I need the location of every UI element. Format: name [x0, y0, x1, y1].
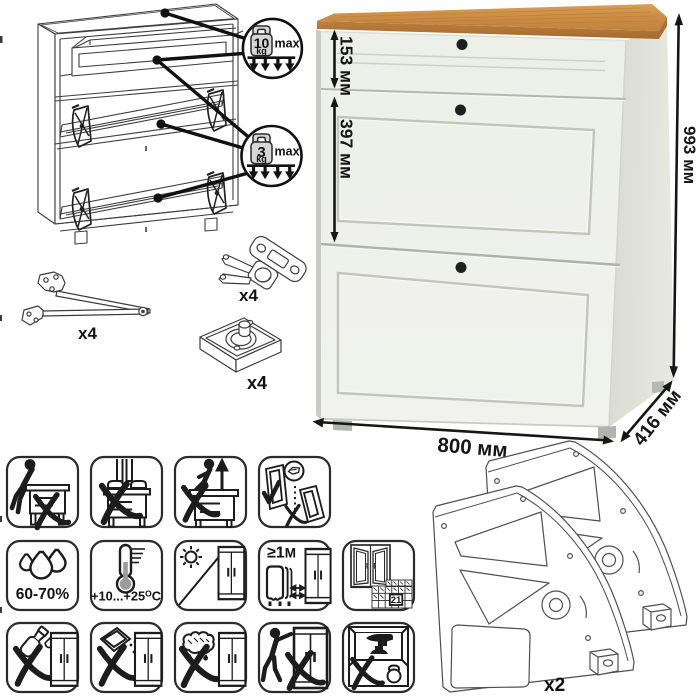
svg-text:x4: x4 — [247, 373, 267, 393]
svg-text:max: max — [275, 145, 300, 159]
svg-text:10: 10 — [254, 35, 270, 51]
svg-text:x2: x2 — [544, 675, 565, 696]
svg-text:993 мм: 993 мм — [680, 126, 699, 184]
svg-text:397 мм: 397 мм — [337, 119, 357, 179]
svg-text:x4: x4 — [239, 286, 258, 305]
svg-text:153 мм: 153 мм — [337, 36, 357, 96]
svg-text:≥1M: ≥1M — [267, 545, 296, 562]
svg-text:kg: kg — [256, 154, 267, 164]
svg-text:max: max — [275, 37, 300, 51]
svg-text:x4: x4 — [78, 324, 97, 343]
svg-text:21: 21 — [391, 595, 402, 606]
svg-text:60-70%: 60-70% — [16, 586, 70, 603]
svg-text:+10...+25OC: +10...+25OC — [91, 589, 161, 604]
svg-text:3: 3 — [257, 144, 265, 161]
svg-text:800 мм: 800 мм — [437, 434, 509, 462]
svg-text:kg: kg — [256, 46, 267, 56]
